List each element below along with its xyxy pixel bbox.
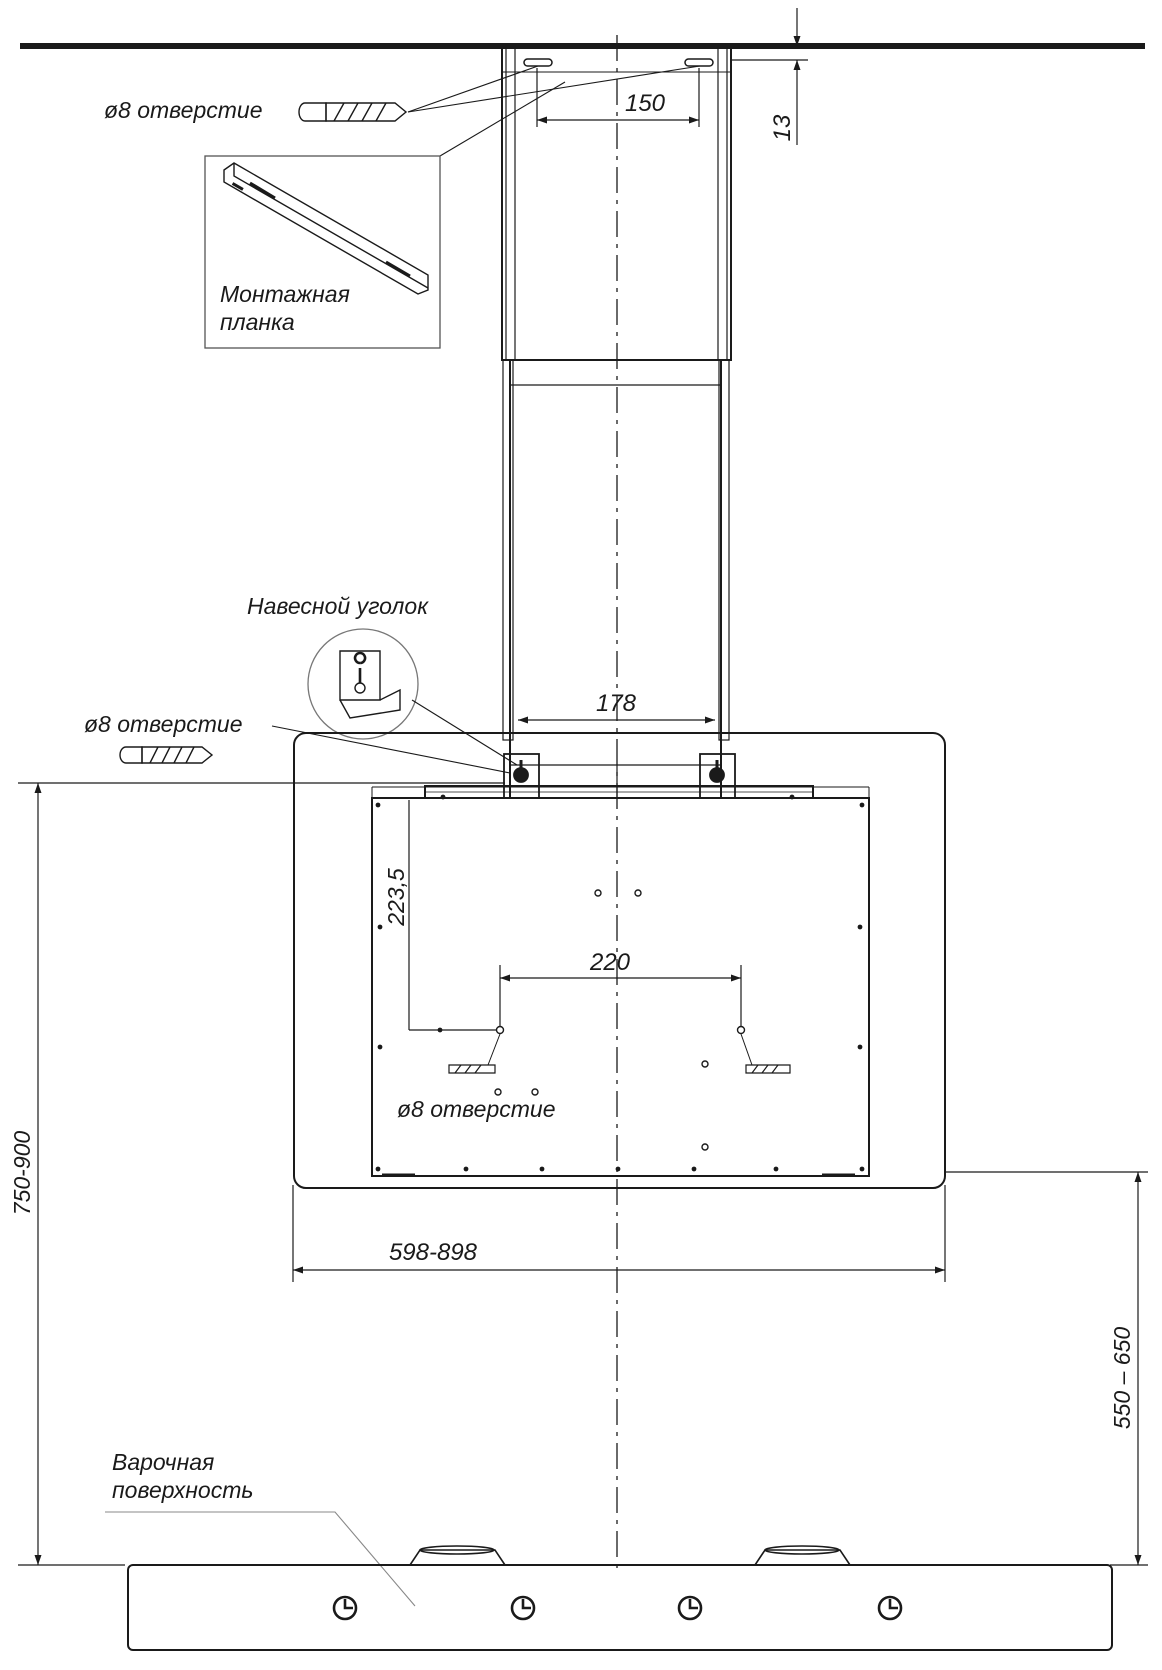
mounting-bar-label-2: планка: [220, 309, 295, 335]
back-holes: [494, 889, 746, 1151]
hob-knob-icon: [877, 1595, 903, 1621]
dim-total-height: [18, 782, 505, 1566]
drill-bit-icon: [119, 746, 214, 764]
mounting-bar-icon: [223, 162, 429, 295]
hob-label-2: поверхность: [112, 1477, 253, 1503]
hanging-bracket-right: [699, 753, 736, 799]
drill-bit-icon: [298, 102, 408, 122]
dim-width: [292, 1185, 946, 1282]
dim-13: [731, 8, 808, 145]
hanging-bracket-detail: [307, 628, 419, 740]
hood-glass-panel: [293, 732, 946, 1189]
hole-top-label: ø8 отверстие: [104, 97, 263, 123]
dim-13-label: 13: [769, 114, 796, 141]
dim-220-label: 220: [589, 949, 631, 976]
hole-mid-label: ø8 отверстие: [84, 711, 243, 737]
hob-knob-icon: [677, 1595, 703, 1621]
hob: [127, 1564, 1113, 1651]
dim-223-5: [408, 800, 500, 1031]
hob-leader: [105, 1511, 416, 1607]
hanging-bracket-label: Навесной уголок: [247, 593, 429, 619]
dim-178-label: 178: [596, 690, 637, 717]
dim-total-height-label: 750-900: [9, 1131, 35, 1216]
dim-150-label: 150: [625, 90, 666, 117]
hanging-bracket-left: [503, 753, 540, 799]
hole-bottom-label: ø8 отверстие: [397, 1096, 556, 1122]
dim-width-label: 598-898: [389, 1239, 478, 1266]
mounting-bar-label-1: Монтажная: [220, 281, 350, 307]
hob-label-1: Варочная: [112, 1449, 214, 1475]
hole-top-leaders: [407, 65, 701, 157]
chimney: [501, 47, 732, 799]
mounting-bar-box: [204, 155, 441, 349]
dim-hob-clearance-label: 550 – 650: [1109, 1327, 1135, 1430]
hob-burners: [409, 1545, 851, 1566]
dim-150: [536, 68, 700, 127]
dim-hob-clearance: [945, 1171, 1148, 1566]
dim-223-5-label: 223,5: [383, 868, 409, 927]
hole-bottom-leaders: [487, 1033, 753, 1066]
frame-screws: [375, 794, 865, 1172]
dim-220: [499, 965, 742, 1028]
hob-knob-icon: [332, 1595, 358, 1621]
hob-knob-icon: [510, 1595, 536, 1621]
drill-bit-icon: [448, 1064, 791, 1074]
